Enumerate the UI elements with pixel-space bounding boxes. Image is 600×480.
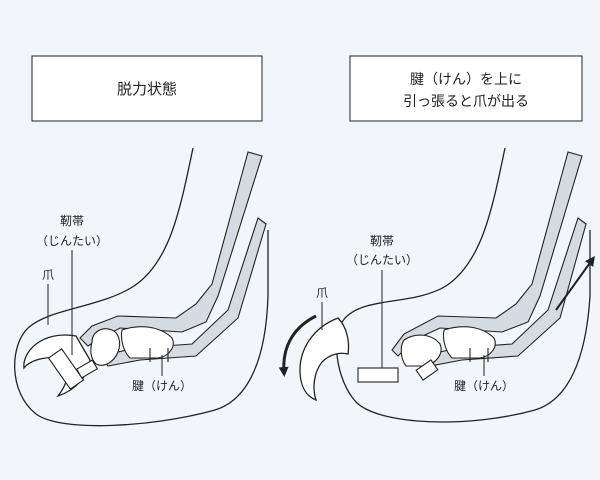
left-title: 脱力状態 [117,80,177,98]
left-paw-outline [14,147,269,427]
right-claw-label: 爪 [316,286,328,300]
right-ligament-cap [415,359,439,381]
right-upper-tendon [391,151,583,357]
right-ligament [357,367,399,383]
left-tendon-label: 腱（けん） [132,379,192,393]
right-claw [299,317,350,402]
left-title-box [31,55,263,122]
right-ligament-label-1: 靭帯 [370,234,394,248]
right-bone-tip [400,334,442,367]
left-ligament [47,348,85,390]
left-upper-tendon [79,151,263,347]
right-title-line2: 引っ張ると爪が出る [403,94,529,110]
right-bone-middle [442,326,496,359]
right-panel: 腱（けん）を上に 引っ張ると爪が出る 靭帯 （じんたい） 爪 腱（けん） [278,55,595,423]
left-ligament-label-2: （じんたい） [36,234,108,248]
right-paw-outline [335,147,591,423]
left-bone-tip [90,328,121,366]
right-tendon-label: 腱（けん） [454,379,514,393]
left-bone-middle [120,326,174,359]
pull-up-arrow-icon [555,255,595,311]
left-ligament-cap [75,359,99,379]
right-ligament-label-2: （じんたい） [346,253,418,267]
right-title-line1: 腱（けん）を上に [410,72,522,88]
right-title-box [349,55,583,122]
left-ligament-label-1: 靭帯 [60,214,84,228]
rotation-arrow-icon [278,314,317,377]
left-lower-tendon [99,217,267,367]
left-claw-label: 爪 [42,268,54,282]
left-panel: 脱力状態 靭帯 （じんたい） 爪 腱（けん） [14,55,269,427]
